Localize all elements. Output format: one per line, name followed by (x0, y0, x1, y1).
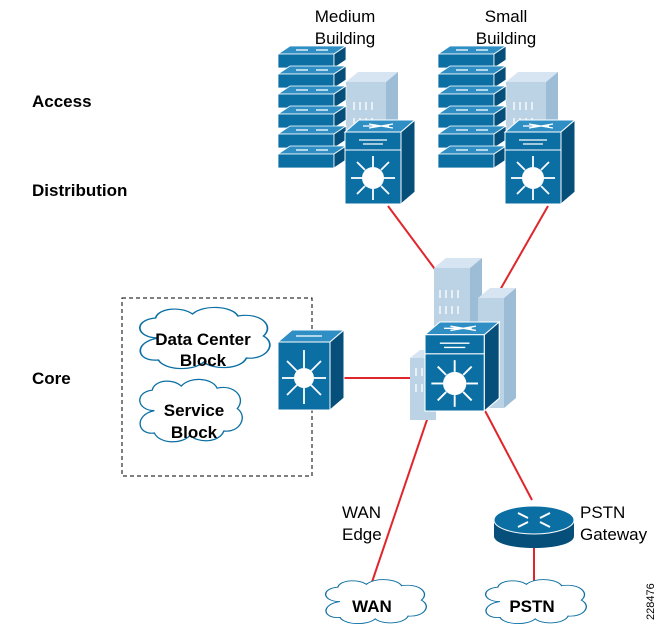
data-center-block-label-line2: Block (180, 351, 227, 370)
link-core-to-pstn-gateway (481, 404, 533, 501)
access-layer-label: Access (32, 92, 92, 111)
wan-cloud: WAN (324, 578, 427, 625)
wan-edge-label-line2: Edge (342, 525, 382, 544)
link-core-to-wan-edge (371, 404, 433, 583)
small-building-label-line1: Small (485, 7, 528, 26)
pstn-cloud: PSTN (484, 578, 587, 625)
medium-building-label-line1: Medium (315, 7, 375, 26)
pstn-cloud-label: PSTN (509, 597, 554, 616)
small-access-switch-stack-icon (437, 45, 507, 169)
medium-distribution-switch-icon (344, 119, 416, 205)
network-links (340, 205, 549, 585)
small-distribution-switch-icon (504, 119, 576, 205)
wan-edge-label-line1: WAN (342, 503, 381, 522)
pstn-gateway-label-line2: Gateway (580, 525, 648, 544)
medium-building (277, 45, 416, 205)
small-building (437, 45, 576, 205)
link-medium-dist-to-core (387, 205, 441, 277)
data-center-block-label-line1: Data Center (155, 330, 251, 349)
pstn-gateway-router-icon (493, 505, 575, 548)
data-center-block-cloud: Data Center Block (139, 306, 271, 370)
medium-access-switch-stack-icon (277, 45, 347, 169)
small-building-label-line2: Building (476, 29, 537, 48)
medium-building-label-line2: Building (315, 29, 376, 48)
core-switch-icon (424, 321, 501, 412)
core-building (410, 258, 516, 420)
pstn-gateway-label-line1: PSTN (580, 503, 625, 522)
service-block-boundary (121, 297, 313, 477)
core-layer-label: Core (32, 369, 71, 388)
wan-cloud-label: WAN (352, 597, 392, 616)
service-block-label-line2: Block (171, 423, 218, 442)
link-small-dist-to-core (499, 205, 549, 291)
service-switch-icon (276, 328, 346, 412)
service-block-cloud: Service Block (139, 378, 243, 443)
figure-id: 228476 (645, 583, 657, 620)
distribution-layer-label: Distribution (32, 181, 127, 200)
service-block-label-line1: Service (164, 401, 225, 420)
